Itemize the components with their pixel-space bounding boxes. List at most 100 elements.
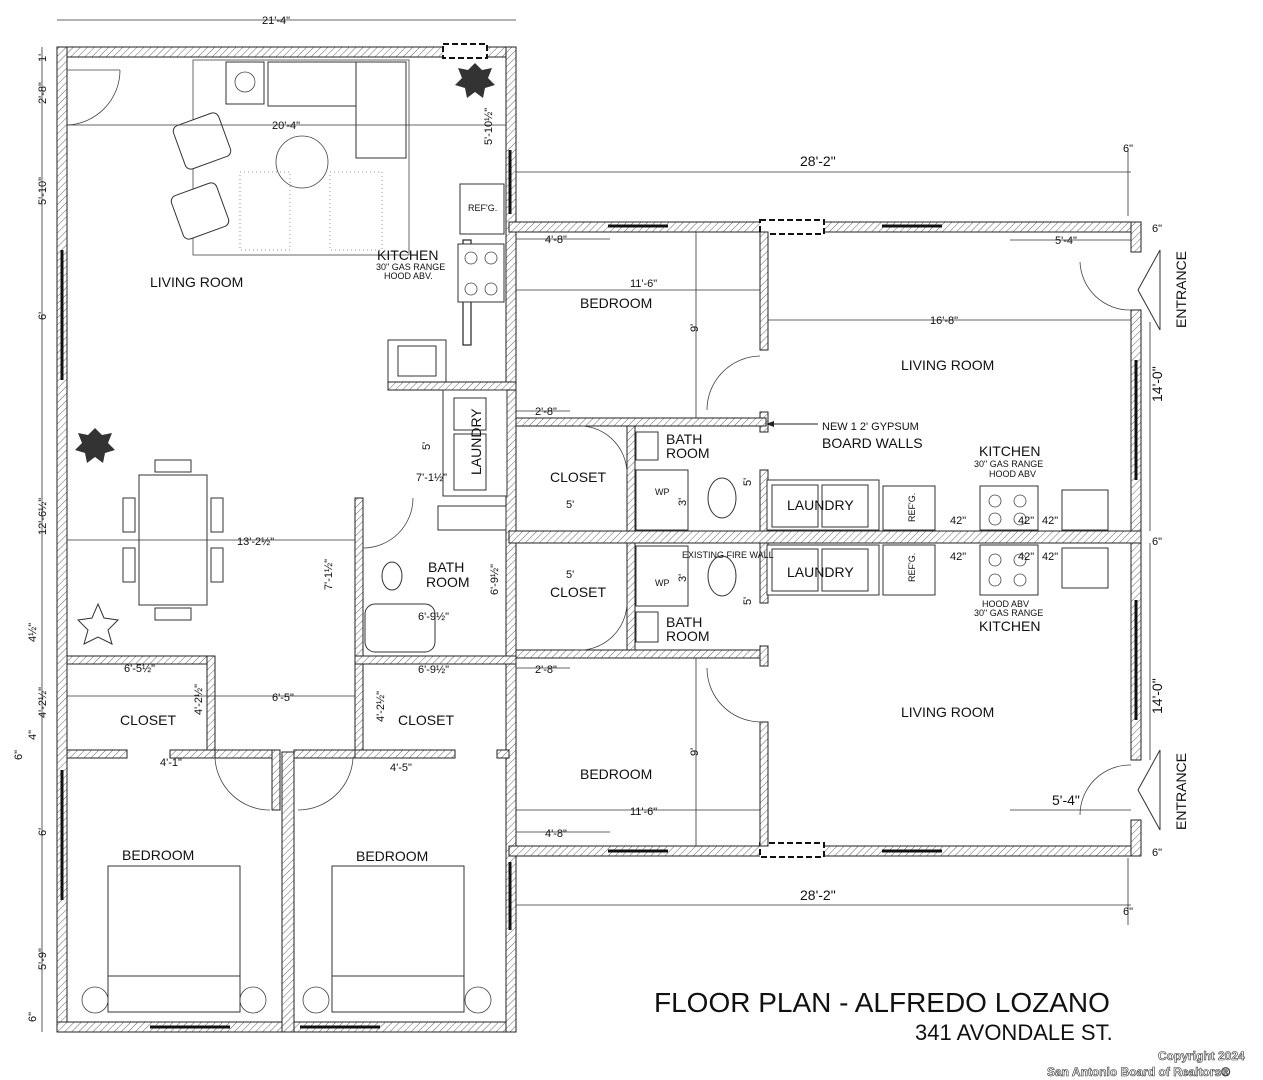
dim-left-17: 7'-1½"	[323, 559, 335, 590]
dim-left-16: 13'-2½"	[237, 536, 274, 548]
dim-left-2: 2'-8"	[37, 82, 49, 104]
hood-lower: HOOD ABV	[982, 599, 1029, 609]
gypsum-note-1: NEW 1 2' GYPSUM	[822, 421, 919, 433]
living-room-label-upper: LIVING ROOM	[901, 357, 994, 373]
upper-refg-box	[882, 485, 936, 531]
refg-label-lower: REF'G.	[907, 553, 917, 582]
upper-range-box	[979, 485, 1039, 531]
living-room-label: LIVING ROOM	[150, 274, 243, 290]
bed-partition-top-a	[271, 749, 281, 811]
toilet-icon	[381, 561, 403, 591]
laundry-top-wall	[387, 381, 517, 391]
bath-label-lower-2: ROOM	[666, 628, 710, 644]
upper-closet-door-swing	[574, 425, 628, 475]
closet-right-bottom-wall	[354, 749, 456, 759]
plant-icon-2	[75, 428, 115, 463]
dim-9-upper: 9'	[689, 324, 701, 332]
bedroom-1-door-swing	[214, 757, 271, 811]
dim-14-upper: 14'-0"	[1149, 366, 1165, 402]
dim-11-6-lower: 11'-6"	[630, 806, 657, 818]
dim-left-13: 5'-10½"	[483, 108, 495, 145]
dim-left-15: 7'-1½"	[416, 472, 447, 484]
nightstand-icon	[239, 986, 267, 1014]
chair-icon	[154, 607, 192, 621]
hood-upper: HOOD ABV	[989, 469, 1036, 479]
chair-icon	[122, 547, 136, 583]
top-window	[442, 43, 488, 59]
entrance-label-lower: ENTRANCE	[1173, 753, 1189, 830]
copyright-line-2: San Antonio Board of Realtors®	[1047, 1065, 1230, 1079]
laundry-label-lower: LAUNDRY	[787, 564, 854, 580]
closet-left-east-wall	[206, 655, 216, 757]
chair-icon	[154, 459, 192, 473]
plan-title: FLOOR PLAN - ALFREDO LOZANO	[654, 987, 1110, 1018]
dim-4-8-upper: 4'-8"	[545, 234, 567, 246]
bedroom-label-upper: BEDROOM	[580, 295, 652, 311]
dim-16-8: 16'-8"	[930, 315, 958, 327]
bed-wall-left	[214, 749, 273, 759]
bed-pillow-band	[107, 975, 241, 1013]
closet-left-bottom-wall	[66, 749, 128, 759]
top-width-label: 28'-2"	[800, 153, 836, 169]
living-room-label-lower: LIVING ROOM	[901, 704, 994, 720]
closet-label-upper: CLOSET	[550, 469, 606, 485]
gypsum-note-2: BOARD WALLS	[822, 435, 923, 451]
dim-42-5: 42"	[1018, 551, 1034, 563]
gas-range-upper: 30" GAS RANGE	[974, 459, 1043, 469]
bottom-width-label: 28'-2"	[800, 887, 836, 903]
dim-left-26: 6'-9½"	[489, 564, 501, 595]
gas-range-lower: 30" GAS RANGE	[974, 608, 1043, 618]
upper-closet-top-wall	[515, 417, 767, 427]
laundry-label-left: LAUNDRY	[468, 408, 484, 475]
wp-label-upper: WP	[655, 487, 670, 497]
dim-6in-5: 6"	[1123, 906, 1133, 918]
dim-overall-width: 21'-4"	[262, 15, 290, 27]
bottom-right-window	[759, 842, 825, 858]
dim-left-10: 6'	[37, 828, 49, 836]
dim-42-6: 42"	[1042, 551, 1058, 563]
dim-5-4-lower: 5'-4"	[1052, 792, 1080, 808]
dim-6in-4: 6"	[1152, 847, 1162, 859]
dim-left-12: 6"	[27, 1012, 39, 1022]
dim-left-21: 6'-5"	[272, 692, 294, 704]
dim-42-3: 42"	[1042, 515, 1058, 527]
bedroom-label-left-1: BEDROOM	[122, 847, 194, 863]
bath-label-left-1: BATH	[428, 559, 464, 575]
dim-4-8-lower: 4'-8"	[545, 828, 567, 840]
closet-label-left-1: CLOSET	[120, 712, 176, 728]
bathtub-icon	[364, 603, 436, 653]
dim-left-5: 12'-6½"	[37, 498, 49, 535]
dim-5-4-upper: 5'-4"	[1055, 235, 1077, 247]
nightstand-icon	[464, 986, 492, 1014]
dim-left-25: 4'-5"	[390, 762, 412, 774]
bath-south-wall	[354, 655, 517, 665]
bath-label-left-2: ROOM	[426, 574, 470, 590]
washer-icon	[453, 397, 487, 431]
entrance-label-upper: ENTRANCE	[1173, 251, 1189, 328]
copyright-line-1: Copyright 2024	[1158, 1049, 1245, 1063]
kitchen-label-upper: KITCHEN	[979, 443, 1040, 459]
vanity-counter	[437, 505, 507, 531]
upper-entry-door-swing	[1079, 261, 1132, 311]
dim-left-20: 6'-5½"	[124, 663, 155, 675]
bed-partition	[281, 751, 295, 1033]
armchair-icon	[172, 112, 232, 170]
plant-pattern	[239, 171, 291, 251]
entry-door-swing	[66, 69, 121, 126]
dryer-icon	[453, 433, 487, 491]
fire-wall-note: EXISTING FIRE WALL	[682, 550, 774, 560]
chair-icon	[210, 547, 224, 583]
dim-left-23: 4'-2½"	[375, 691, 387, 722]
fire-wall	[508, 530, 1142, 544]
coffee-table-icon	[275, 135, 329, 189]
bath-west-wall	[354, 497, 364, 659]
sink-icon	[397, 345, 437, 377]
closet-right-west-wall	[354, 663, 364, 759]
dim-3-lower: 3'	[677, 574, 689, 582]
closet-label-left-2: CLOSET	[398, 712, 454, 728]
upper-sink-kitchen-icon	[1061, 489, 1109, 531]
chair-icon	[210, 497, 224, 533]
kitchen-hood-note: HOOD ABV.	[384, 271, 433, 281]
lower-closet-door-swing	[574, 601, 628, 651]
